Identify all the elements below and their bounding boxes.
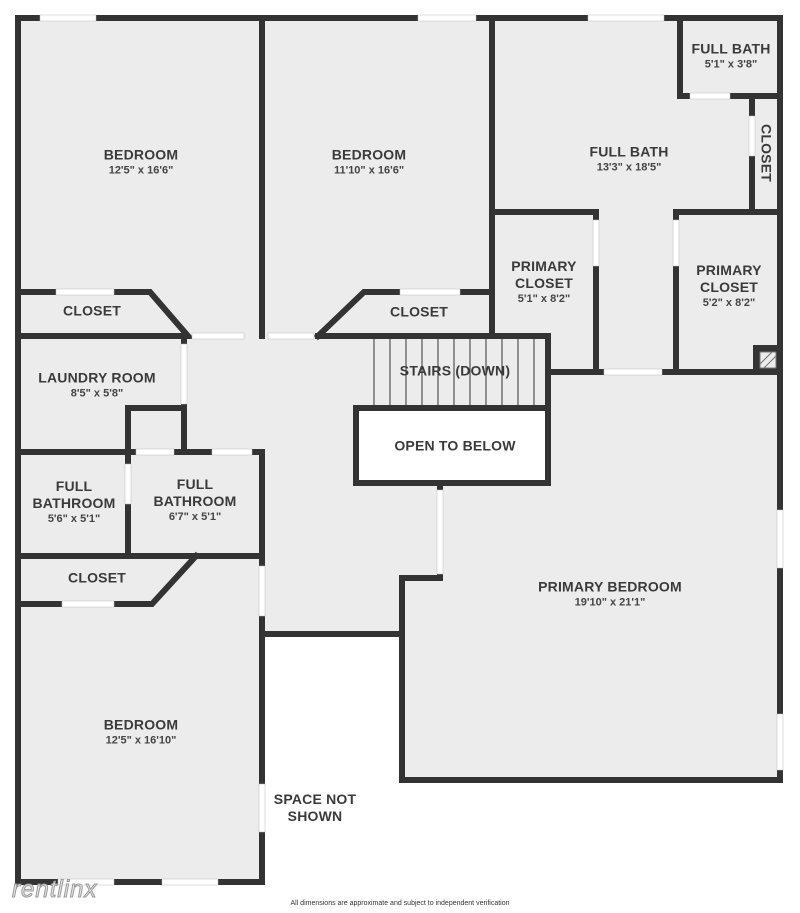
room-label-stairs: STAIRS (DOWN) (399, 362, 511, 379)
space-not-shown-area (264, 634, 400, 894)
room-label-primary-closet-2: PRIMARY CLOSET 5'2" x 8'2" (696, 262, 762, 309)
room-label-full-bathroom-1: FULL BATHROOM 5'6" x 5'1" (32, 478, 116, 525)
room-label-closet-vertical: CLOSET (758, 124, 775, 182)
room-label-laundry-room: LAUNDRY ROOM 8'5" x 5'8" (38, 369, 156, 400)
room-label-open-to-below: OPEN TO BELOW (394, 437, 516, 454)
disclaimer-text: All dimensions are approximate and subje… (290, 900, 510, 907)
openings (39, 14, 784, 886)
room-label-full-bath-small: FULL BATH 5'1" x 3'8" (691, 40, 771, 71)
open-to-below-area (356, 408, 548, 483)
room-label-closet-1: CLOSET (63, 302, 121, 319)
room-label-primary-bedroom: PRIMARY BEDROOM 19'10" x 21'1" (538, 578, 682, 609)
room-label-primary-closet-1: PRIMARY CLOSET 5'1" x 8'2" (511, 258, 577, 305)
room-label-bedroom-3: BEDROOM 12'5" x 16'10" (103, 716, 179, 747)
stair-treads (373, 339, 535, 405)
room-label-closet-2: CLOSET (390, 303, 448, 320)
watermark-logo: rentlinx (11, 876, 98, 904)
room-label-bedroom-1: BEDROOM 12'5" x 16'6" (103, 146, 179, 177)
room-label-closet-3: CLOSET (68, 569, 126, 586)
room-label-full-bathroom-2: FULL BATHROOM 6'7" x 5'1" (153, 476, 237, 523)
room-label-bedroom-2: BEDROOM 11'10" x 16'6" (331, 146, 407, 177)
room-label-space-not-shown: SPACE NOT SHOWN (273, 791, 357, 824)
walls (15, 15, 783, 885)
hatch-pattern (759, 351, 777, 369)
room-label-full-bath-main: FULL BATH 13'3" x 18'5" (589, 143, 669, 174)
